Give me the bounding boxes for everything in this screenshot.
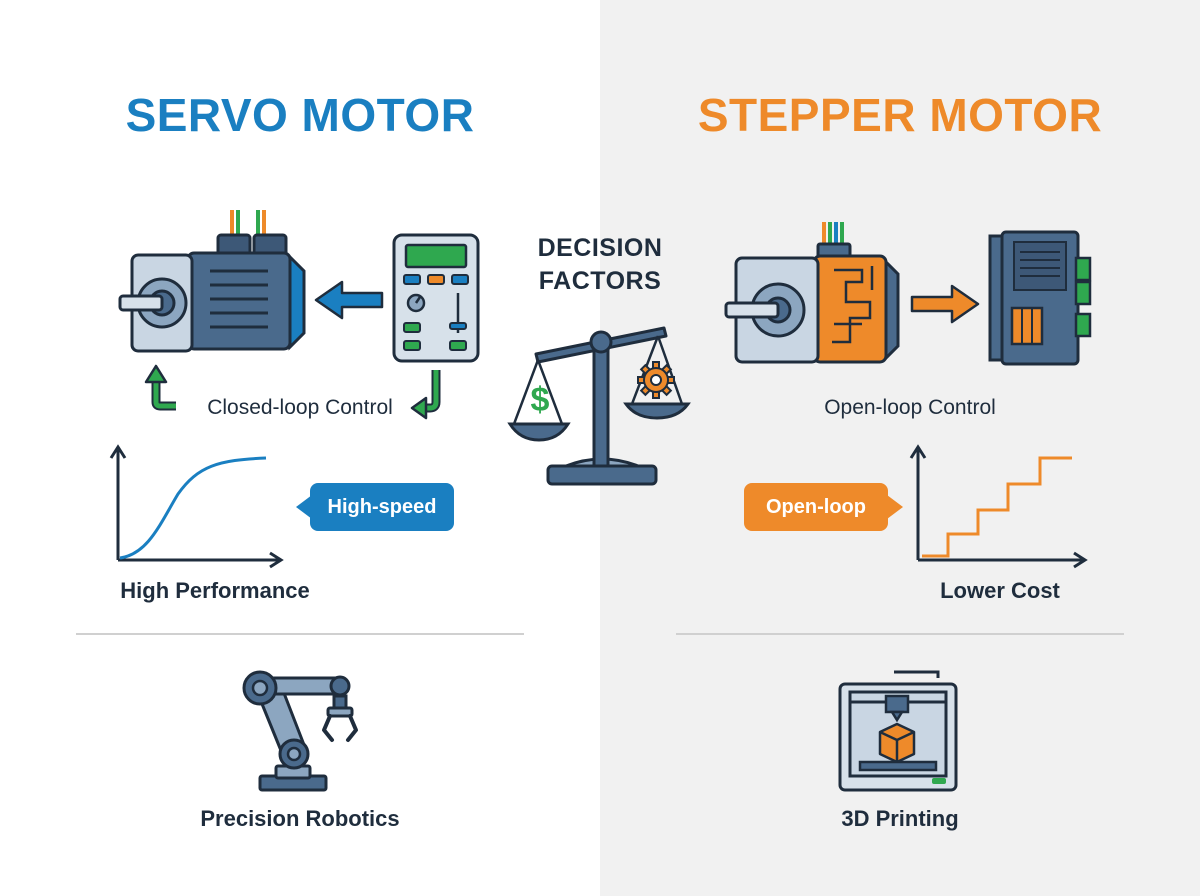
step-graph-icon xyxy=(909,444,1088,569)
servo-application-label: Precision Robotics xyxy=(200,806,400,831)
servo-bubble: High-speed xyxy=(310,483,454,531)
controller-icon xyxy=(392,233,480,363)
servo-motor-icon xyxy=(118,210,306,353)
stepper-bubble: Open-loop xyxy=(744,483,888,531)
arrow-left-icon xyxy=(314,280,384,320)
stepper-application-label: 3D Printing xyxy=(841,806,959,831)
robot-arm-icon xyxy=(242,670,358,792)
decision-factors-heading: DECISION FACTORS xyxy=(500,232,700,298)
stepper-performance-label: Lower Cost xyxy=(940,578,1060,603)
servo-control-label: Closed-loop Control xyxy=(207,396,393,419)
dollar-icon: $ xyxy=(530,381,550,419)
stepper-motor-icon xyxy=(724,222,900,364)
arrow-right-icon xyxy=(910,284,980,324)
3d-printer-icon xyxy=(838,670,958,792)
servo-performance-label: High Performance xyxy=(120,578,310,603)
s-curve-graph-icon xyxy=(109,444,284,569)
decision-factors-line1: DECISION xyxy=(537,234,663,262)
feedback-arrow-return-icon xyxy=(410,370,441,420)
feedback-arrow-icon xyxy=(144,364,176,411)
servo-divider xyxy=(76,633,524,635)
driver-board-icon xyxy=(988,230,1092,366)
decision-factors-line2: FACTORS xyxy=(538,267,662,295)
stepper-bubble-pointer xyxy=(887,495,903,519)
stepper-divider xyxy=(676,633,1124,635)
stepper-title: STEPPER MOTOR xyxy=(697,89,1103,141)
servo-bubble-pointer xyxy=(296,495,312,519)
stepper-control-label: Open-loop Control xyxy=(824,396,996,419)
servo-title: SERVO MOTOR xyxy=(125,89,475,141)
balance-scale-icon xyxy=(507,326,691,486)
gear-icon xyxy=(637,361,675,399)
